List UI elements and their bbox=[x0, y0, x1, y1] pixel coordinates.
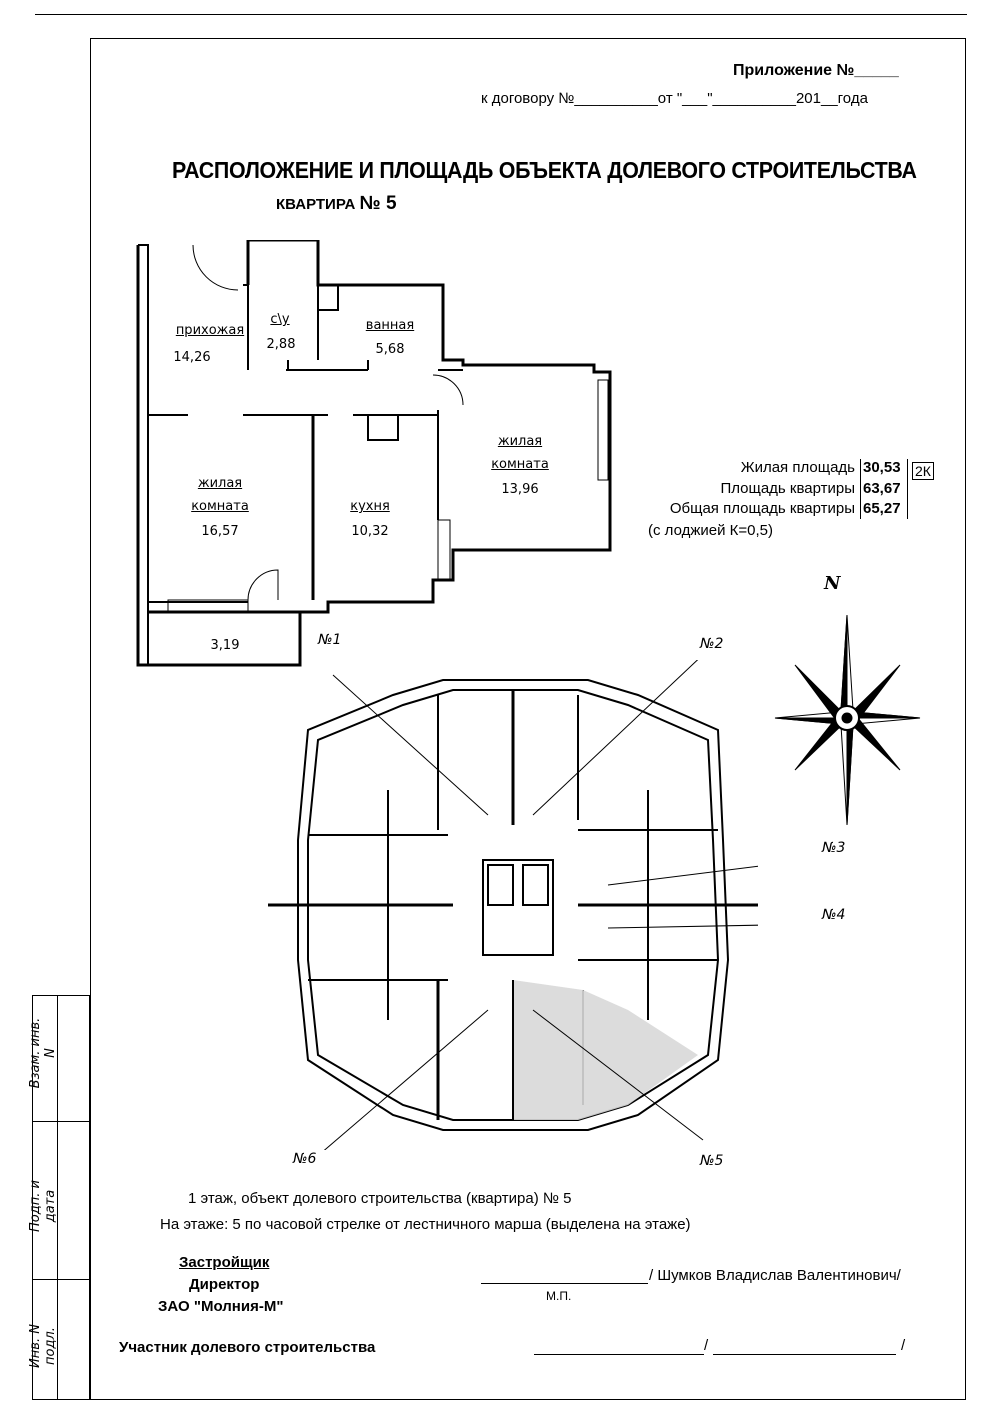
participant-slash-2: / bbox=[901, 1337, 906, 1354]
room-loggia-area: 3,19 bbox=[210, 638, 240, 653]
plan-tag-3: №3 bbox=[822, 840, 846, 856]
contract-line: к договору №__________от "___"__________… bbox=[481, 90, 868, 107]
appendix-label: Приложение №_____ bbox=[733, 62, 899, 79]
room-living1-name-1: жилая bbox=[197, 476, 243, 491]
room-living2-area: 13,96 bbox=[501, 482, 539, 497]
director-label: Директор bbox=[189, 1276, 260, 1293]
flat-heading: КВАРТИРА № 5 bbox=[276, 193, 397, 215]
living-area-label: Жилая площадь bbox=[740, 459, 855, 476]
plan-tag-2: №2 bbox=[700, 636, 724, 652]
top-border-line bbox=[35, 14, 967, 15]
floor-note: 1 этаж, объект долевого строительства (к… bbox=[188, 1190, 572, 1207]
loggia-note: (с лоджией К=0,5) bbox=[648, 522, 773, 539]
participant-signature-line bbox=[534, 1354, 704, 1355]
compass-rose-icon bbox=[774, 614, 921, 826]
position-note: На этаже: 5 по часовой стрелке от лестни… bbox=[160, 1216, 691, 1233]
room-kitchen-name: кухня bbox=[350, 499, 390, 514]
stamp-label: М.П. bbox=[546, 1289, 572, 1303]
plan-tag-6: №6 bbox=[293, 1151, 317, 1167]
room-bath-name: ванная bbox=[365, 318, 415, 333]
director-signature-line bbox=[481, 1283, 648, 1284]
side-inv-podl: Инв. N подл. bbox=[28, 1324, 58, 1368]
participant-slash-1: / bbox=[704, 1337, 709, 1354]
room-wc-area: 2,88 bbox=[266, 337, 296, 352]
flat-number: № 5 bbox=[359, 193, 397, 214]
building-floor-plan bbox=[268, 660, 758, 1150]
flat-label: КВАРТИРА bbox=[276, 196, 356, 213]
room-living1-name-2: комната bbox=[191, 499, 249, 514]
plan-tag-1: №1 bbox=[318, 632, 342, 648]
room-living2-name-1: жилая bbox=[497, 434, 543, 449]
compass-north-label: N bbox=[824, 573, 841, 594]
participant-label: Участник долевого строительства bbox=[119, 1339, 376, 1356]
total-area-value: 65,27 bbox=[863, 500, 901, 517]
room-living1-area: 16,57 bbox=[201, 524, 239, 539]
document-title: РАСПОЛОЖЕНИЕ И ПЛОЩАДЬ ОБЪЕКТА ДОЛЕВОГО … bbox=[172, 157, 917, 183]
side-podp-data: Подп. и дата bbox=[28, 1180, 58, 1232]
side-inv-vzam: Взам. инв. N bbox=[28, 1017, 58, 1089]
room-hall-name: прихожая bbox=[175, 323, 245, 338]
plan-tag-4: №4 bbox=[822, 907, 846, 923]
rooms-badge: 2К bbox=[912, 462, 934, 480]
room-living2-name-2: комната bbox=[491, 457, 549, 472]
company-label: ЗАО "Молния-М" bbox=[158, 1298, 284, 1315]
room-hall-area: 14,26 bbox=[173, 350, 211, 365]
developer-label: Застройщик bbox=[179, 1254, 270, 1271]
plan-tag-5: №5 bbox=[700, 1153, 724, 1169]
side-stamp: Взам. инв. N Подп. и дата Инв. N подл. bbox=[28, 995, 90, 1400]
document-frame bbox=[90, 38, 966, 1400]
director-name: / Шумков Владислав Валентинович/ bbox=[649, 1267, 901, 1284]
flat-area-label: Площадь квартиры bbox=[720, 480, 855, 497]
flat-area-value: 63,67 bbox=[863, 480, 901, 497]
room-wc-name: с\у bbox=[270, 312, 290, 327]
room-bath-area: 5,68 bbox=[375, 342, 405, 357]
living-area-value: 30,53 bbox=[863, 459, 901, 476]
apartment-plan bbox=[136, 240, 612, 667]
participant-name-line bbox=[713, 1354, 896, 1355]
total-area-label: Общая площадь квартиры bbox=[669, 500, 855, 517]
area-values-box bbox=[860, 459, 908, 519]
room-kitchen-area: 10,32 bbox=[351, 524, 389, 539]
